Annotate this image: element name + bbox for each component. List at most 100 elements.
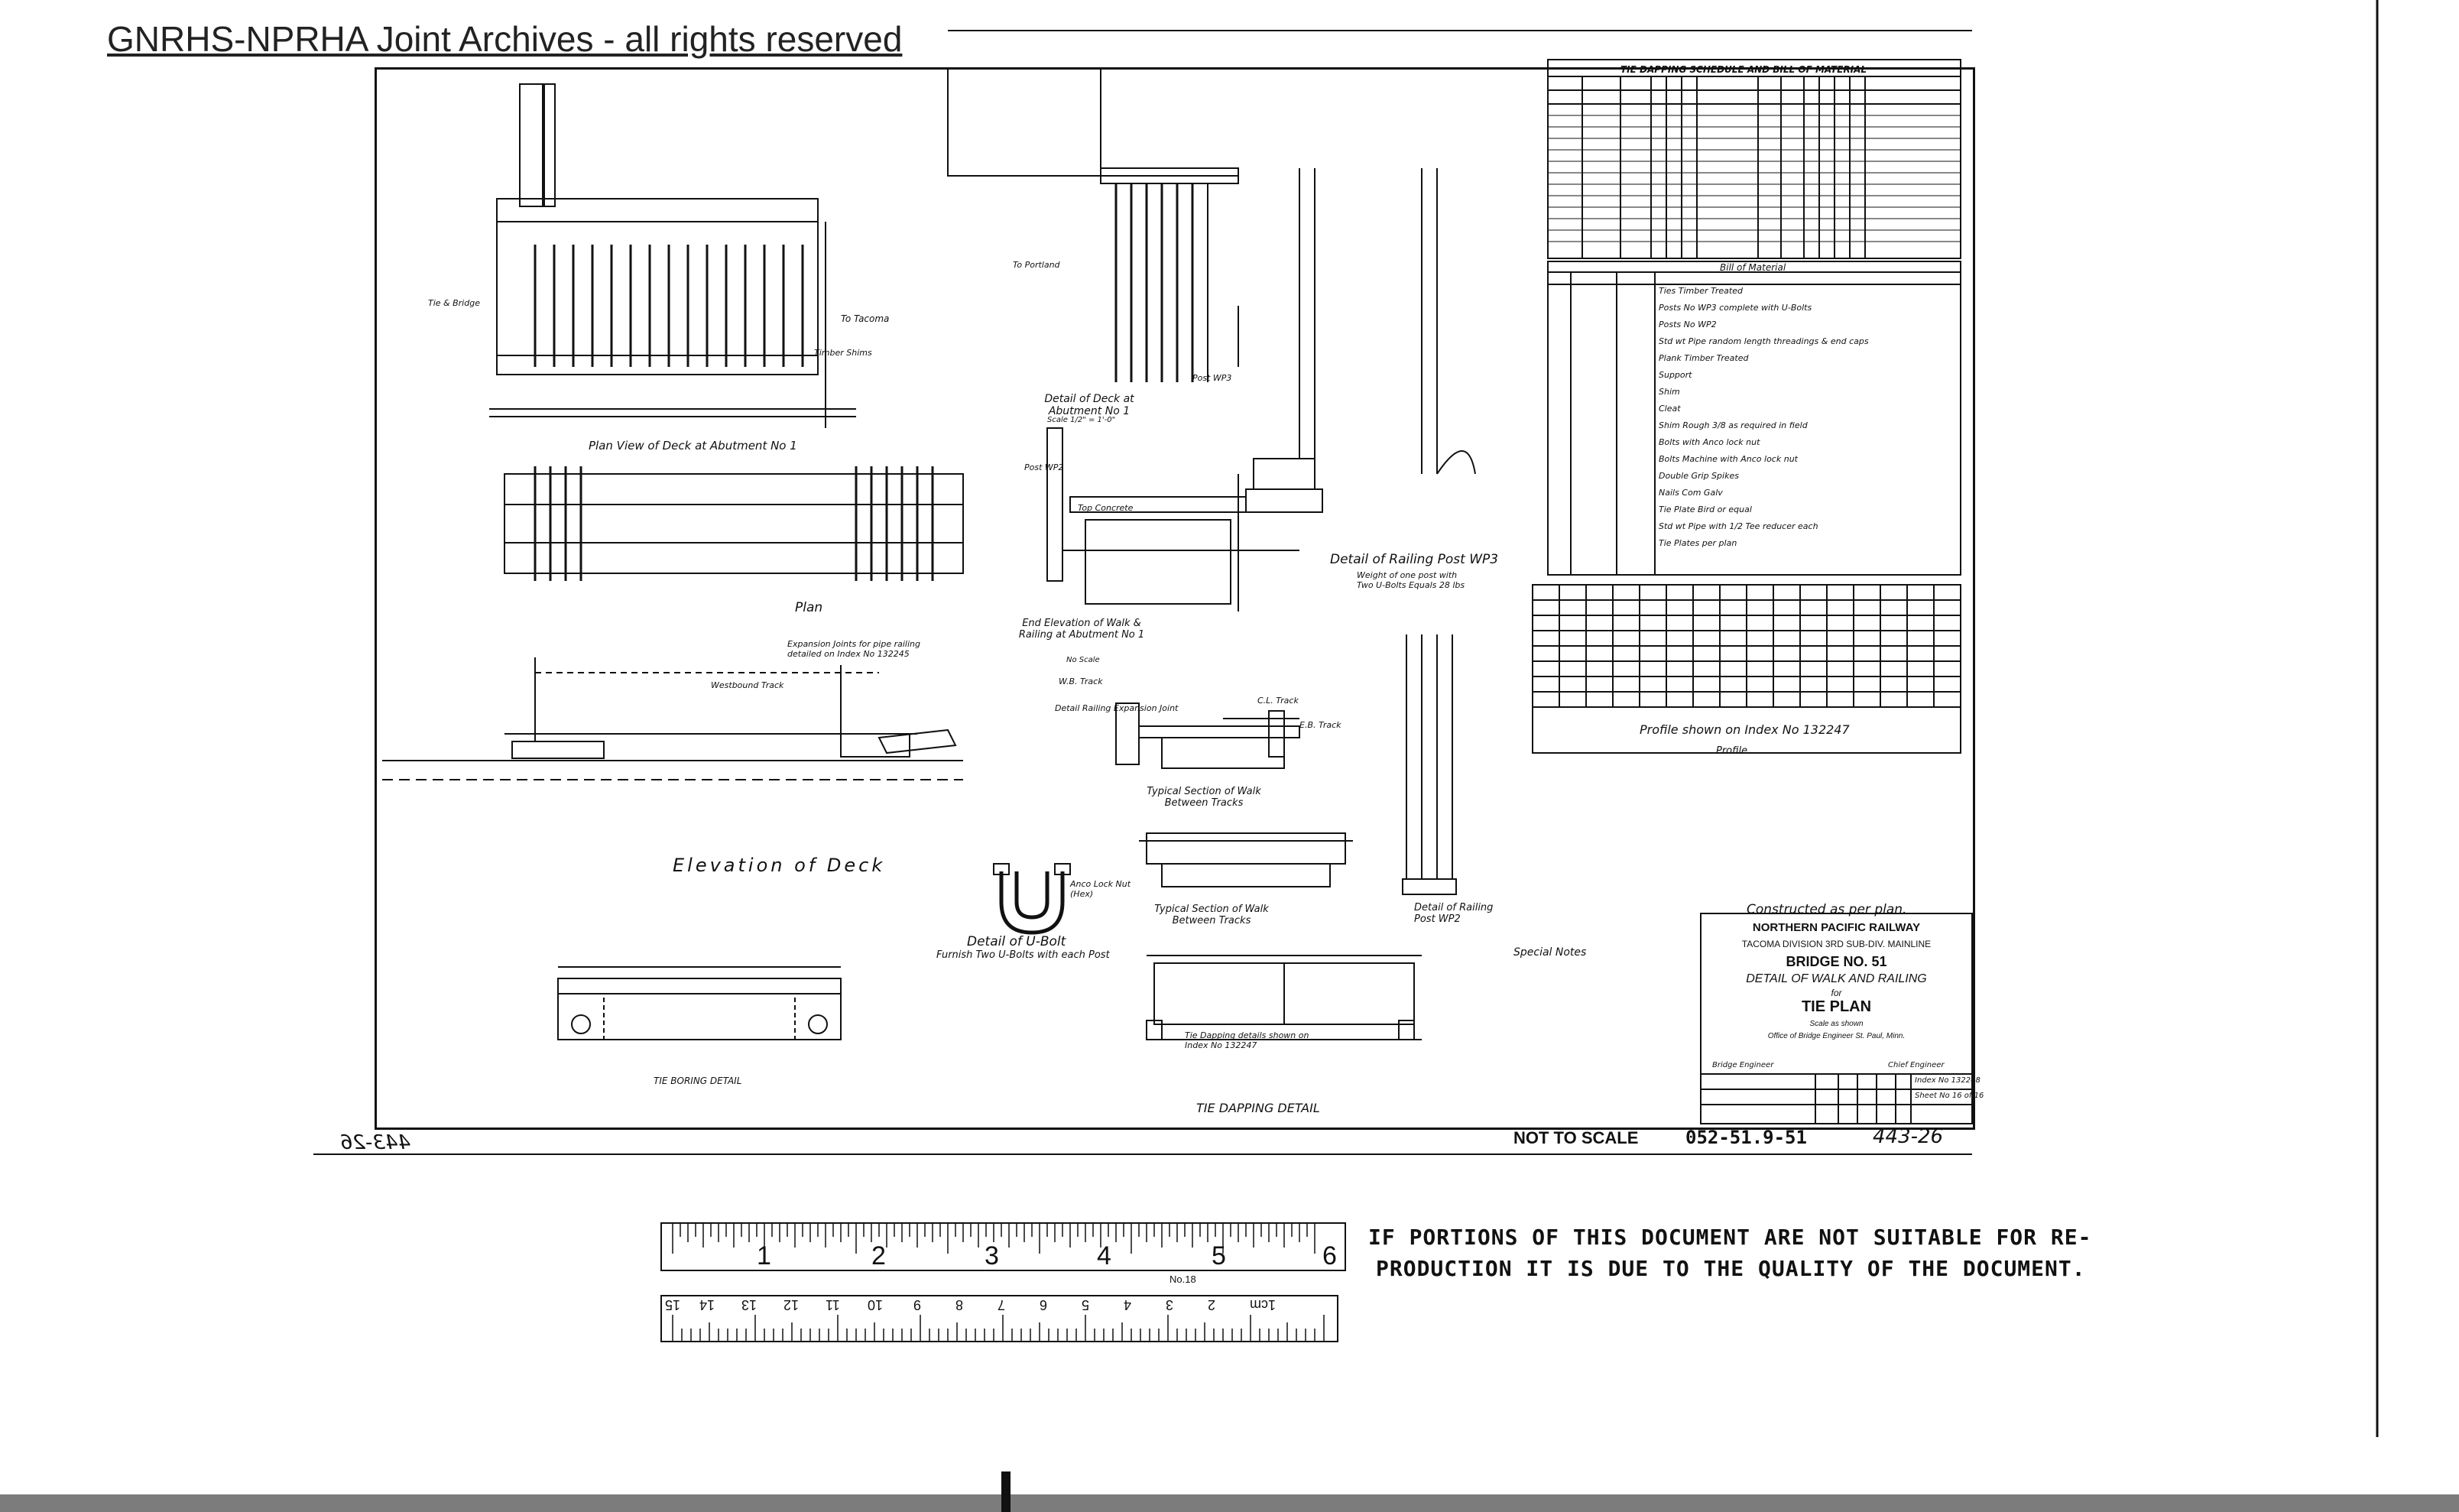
plan-title: Plan [795, 600, 823, 615]
post-wp2-label: Post WP2 [1024, 462, 1064, 472]
tb-subject-1: DETAIL OF WALK AND RAILING [1746, 972, 1927, 985]
u-bolt-detail [993, 863, 1071, 935]
archive-watermark: GNRHS-NPRHA Joint Archives - all rights … [107, 19, 903, 59]
ruler-cm-7: 7 [998, 1297, 1006, 1312]
ruler-cm-ticks [672, 1315, 1325, 1342]
dapping-details-label: Tie Dapping details shown on Index No 13… [1185, 1030, 1309, 1050]
tb-subject-2: for [1831, 988, 1842, 998]
tb-railway: NORTHERN PACIFIC RAILWAY [1752, 921, 1921, 934]
tb-scale: Scale as shown [1809, 1020, 1864, 1028]
ruler-cm-15: 15 [665, 1297, 681, 1312]
sheet-reference-mirrored: 443-26 [340, 1131, 411, 1154]
special-notes-title: Special Notes [1513, 946, 1587, 959]
profile-title: Profile [1716, 745, 1748, 757]
no-scale-note: No Scale [1066, 656, 1100, 664]
ruler-cm-10: 10 [868, 1297, 884, 1312]
bill-of-material-title: Bill of Material [1720, 262, 1786, 273]
bill-row: Cleat [1659, 404, 1681, 414]
title-block [1700, 913, 1973, 1124]
bill-row: Double Grip Spikes [1659, 471, 1739, 481]
tb-sheet: Sheet No 16 of 16 [1915, 1092, 1984, 1100]
ruler-cm-9: 9 [913, 1297, 922, 1312]
weight-note: Weight of one post with Two U-Bolts Equa… [1357, 570, 1465, 590]
not-to-scale-label: NOT TO SCALE [1513, 1128, 1639, 1147]
portland-label: To Portland [1013, 260, 1060, 270]
railing-post-wp3 [1245, 168, 1476, 513]
ruler-cm-5: 5 [1082, 1297, 1090, 1312]
scale-ruler [660, 1222, 1346, 1342]
elevation-deck [382, 657, 963, 780]
ruler-inch-3: 3 [985, 1241, 999, 1270]
bill-row: Std wt Pipe with 1/2 Tee reducer each [1659, 521, 1818, 531]
notice-line-1: IF PORTIONS OF THIS DOCUMENT ARE NOT SUI… [1368, 1225, 2092, 1250]
bill-row: Support [1659, 370, 1692, 380]
tie-schedule-rows [1548, 115, 1961, 242]
bill-row: Posts No WP3 complete with U-Bolts [1659, 303, 1812, 313]
railing-post-wp2 [1402, 634, 1457, 895]
plan-view-deck [489, 83, 856, 428]
typical-section-title-2: Typical Section of Walk Between Tracks [1154, 904, 1269, 926]
bill-row: Tie Plates per plan [1659, 538, 1737, 548]
tie-schedule-table [1547, 59, 1961, 259]
tb-subject-3: TIE PLAN [1801, 998, 1872, 1015]
elevation-title: Elevation of Deck [673, 855, 886, 876]
typical-section-title: Typical Section of Walk Between Tracks [1147, 786, 1261, 809]
bill-row: Nails Com Galv [1659, 488, 1723, 498]
railing-expansion-label: Detail Railing Expansion Joint [1055, 703, 1179, 713]
railing-post-wp3-title: Detail of Railing Post WP3 [1330, 552, 1499, 567]
ruler-cm-1: 1cm [1250, 1297, 1277, 1312]
ruler-inch-ticks [672, 1223, 1315, 1254]
tie-boring-detail [557, 966, 842, 1040]
u-bolt-title: Detail of U-Bolt [967, 934, 1066, 949]
bill-row: Std wt Pipe random length threadings & e… [1659, 336, 1869, 346]
ruler-inch-1: 1 [757, 1241, 771, 1270]
tb-chief: Chief Engineer [1888, 1061, 1945, 1069]
tie-dapping-title: TIE DAPPING DETAIL [1196, 1101, 1320, 1115]
tie-schedule-title: TIE DAPPING SCHEDULE AND BILL OF MATERIA… [1620, 64, 1867, 75]
bill-row: Bolts with Anco lock nut [1659, 437, 1760, 447]
tb-index: Index No 132248 [1915, 1076, 1981, 1085]
tie-dapping-detail [1146, 955, 1422, 1040]
ruler-inch-4: 4 [1097, 1241, 1111, 1270]
top-concrete-label: Top Concrete [1078, 503, 1134, 513]
ruler-cm-8: 8 [955, 1297, 964, 1312]
bill-row: Plank Timber Treated [1659, 353, 1749, 363]
bill-row: Shim [1659, 387, 1680, 397]
plan-deck [504, 466, 964, 581]
ruler-cm-11: 11 [826, 1297, 840, 1312]
wb-track-label: W.B. Track [1059, 677, 1103, 686]
notice-line-2: PRODUCTION IT IS DUE TO THE QUALITY OF T… [1376, 1256, 2086, 1281]
scale-note: Scale 1/2" = 1'-0" [1047, 416, 1116, 424]
plan-view-title: Plan View of Deck at Abutment No 1 [589, 439, 797, 453]
profile-grid [1532, 584, 1961, 754]
tb-bridge: BRIDGE NO. 51 [1786, 954, 1887, 969]
u-bolt-note: Furnish Two U-Bolts with each Post [936, 949, 1110, 961]
cl-track-label: C.L. Track [1257, 696, 1299, 706]
detail-deck-abutment [947, 68, 1239, 382]
bill-row: Tie Plate Bird or equal [1659, 505, 1752, 514]
bill-of-material-table [1547, 261, 1961, 576]
bill-row: Posts No WP2 [1659, 320, 1717, 329]
timber-shims-label: Timber Shims [814, 348, 872, 358]
bill-row: Ties Timber Treated [1659, 286, 1743, 296]
ruler-cm-3: 3 [1166, 1297, 1174, 1312]
railing-post-wp2-title: Detail of Railing Post WP2 [1414, 902, 1494, 925]
ruler-cm-12: 12 [783, 1297, 800, 1312]
tb-division: TACOMA DIVISION 3RD SUB-DIV. MAINLINE [1741, 939, 1932, 949]
tb-office: Office of Bridge Engineer St. Paul, Minn… [1767, 1032, 1906, 1040]
ruler-model: No.18 [1169, 1274, 1196, 1285]
end-elevation-walk [1046, 427, 1299, 612]
sheet-reference: 443-26 [1873, 1125, 1944, 1148]
bill-row: Bolts Machine with Anco lock nut [1659, 454, 1798, 464]
reproduction-notice: IF PORTIONS OF THIS DOCUMENT ARE NOT SUI… [1368, 1225, 2091, 1281]
ruler-cm-6: 6 [1040, 1297, 1048, 1312]
bill-row: Shim Rough 3/8 as required in field [1659, 420, 1808, 430]
ruler-inch-5: 5 [1212, 1241, 1226, 1270]
tacoma-label: To Tacoma [841, 313, 890, 324]
ruler-cm-2: 2 [1208, 1297, 1216, 1312]
drawing-number: 052-51.9-51 [1685, 1127, 1807, 1148]
constructed-note: Constructed as per plan. [1747, 902, 1907, 917]
scan-noise-strip [0, 1494, 2459, 1512]
eb-track-label: E.B. Track [1299, 720, 1341, 730]
